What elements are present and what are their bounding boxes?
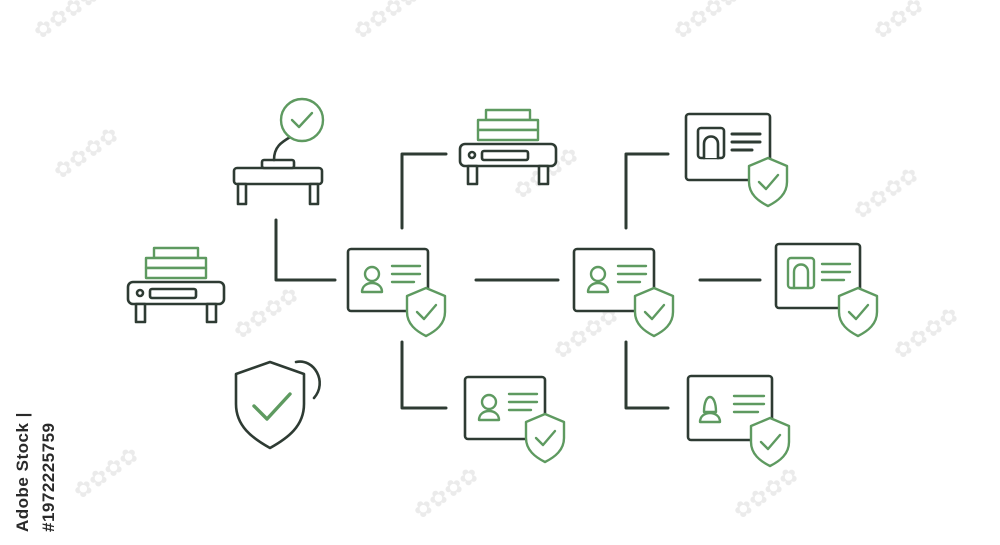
svg-text:✿✿✿✿: ✿✿✿✿ (229, 282, 304, 345)
svg-text:✿✿✿✿: ✿✿✿✿ (889, 302, 964, 365)
connector-printer-to-card (274, 218, 337, 282)
svg-text:✿✿✿✿: ✿✿✿✿ (49, 122, 124, 185)
connector-lines (274, 152, 762, 410)
svg-text:✿✿✿: ✿✿✿ (869, 0, 929, 45)
svg-text:✿✿✿✿: ✿✿✿✿ (349, 0, 424, 45)
svg-text:✿✿✿✿: ✿✿✿✿ (669, 0, 744, 45)
id-card-verified-icon (774, 242, 879, 338)
svg-text:✿✿✿✿: ✿✿✿✿ (29, 0, 104, 45)
server-stack-icon (126, 246, 226, 324)
id-card-verified-icon (346, 247, 447, 338)
connector-card-to-lower-card (400, 340, 448, 410)
shield-check-icon (234, 360, 321, 450)
connector-hub-to-lower-card (624, 340, 670, 410)
svg-text:✿✿✿✿: ✿✿✿✿ (69, 442, 144, 505)
id-card-verified-icon (684, 112, 789, 208)
svg-text:✿✿✿✿: ✿✿✿✿ (849, 162, 924, 225)
connector-hub-to-upper-card (624, 152, 670, 230)
printer-approved-icon (232, 97, 325, 206)
svg-text:✿✿✿✿: ✿✿✿✿ (409, 462, 484, 525)
id-card-verified-icon (463, 375, 566, 464)
stock-id-watermark: Adobe Stock | #1972225759 (13, 412, 58, 532)
svg-text:✿✿✿✿: ✿✿✿✿ (729, 462, 804, 525)
server-stack-icon (458, 108, 558, 186)
connector-card-to-server (400, 152, 448, 230)
id-card-verified-icon (686, 374, 791, 468)
